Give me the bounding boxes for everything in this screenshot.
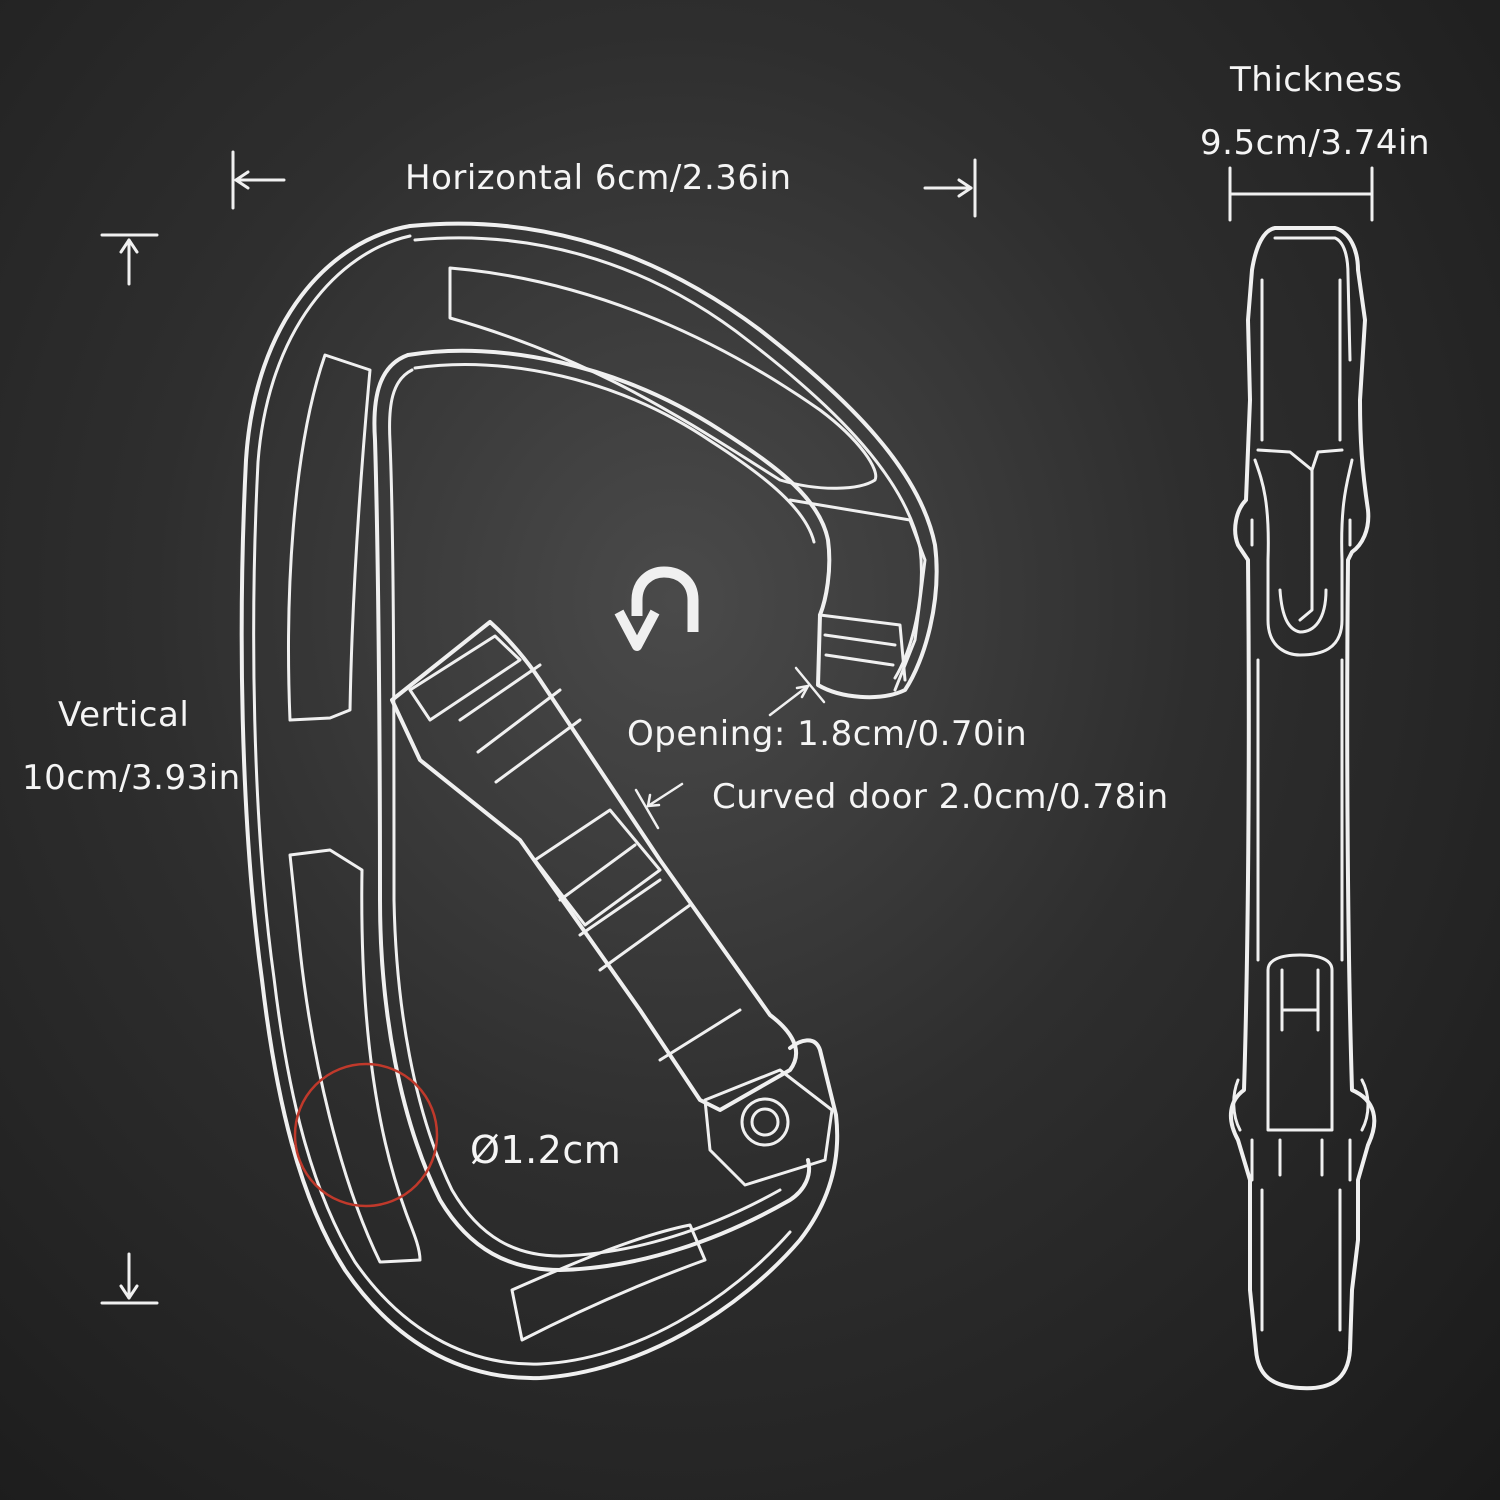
thickness-title: Thickness <box>1230 60 1403 100</box>
horizontal-dimension-label: Horizontal 6cm/2.36in <box>405 158 792 198</box>
curved-door-label: Curved door 2.0cm/0.78in <box>712 777 1169 817</box>
horizontal-dimension-marker <box>231 150 977 218</box>
vertical-value: 10cm/3.93in <box>22 758 241 798</box>
carabiner-gate <box>390 620 798 1112</box>
diameter-label: Ø1.2cm <box>470 1128 622 1172</box>
gate-hinge <box>703 1068 834 1187</box>
carabiner-side-view <box>1228 226 1377 1391</box>
curved-door-pointer <box>634 782 684 830</box>
diameter-highlight-circle <box>293 1062 439 1208</box>
opening-label: Opening: 1.8cm/0.70in <box>627 714 1028 754</box>
thickness-dimension-marker <box>1228 166 1374 222</box>
u-turn-arrow-icon <box>614 566 699 651</box>
vertical-dimension-marker <box>100 233 159 1305</box>
vertical-title: Vertical <box>58 695 190 735</box>
opening-pointer <box>768 666 826 717</box>
carabiner-front-view <box>239 221 939 1381</box>
thickness-value: 9.5cm/3.74in <box>1200 123 1431 163</box>
